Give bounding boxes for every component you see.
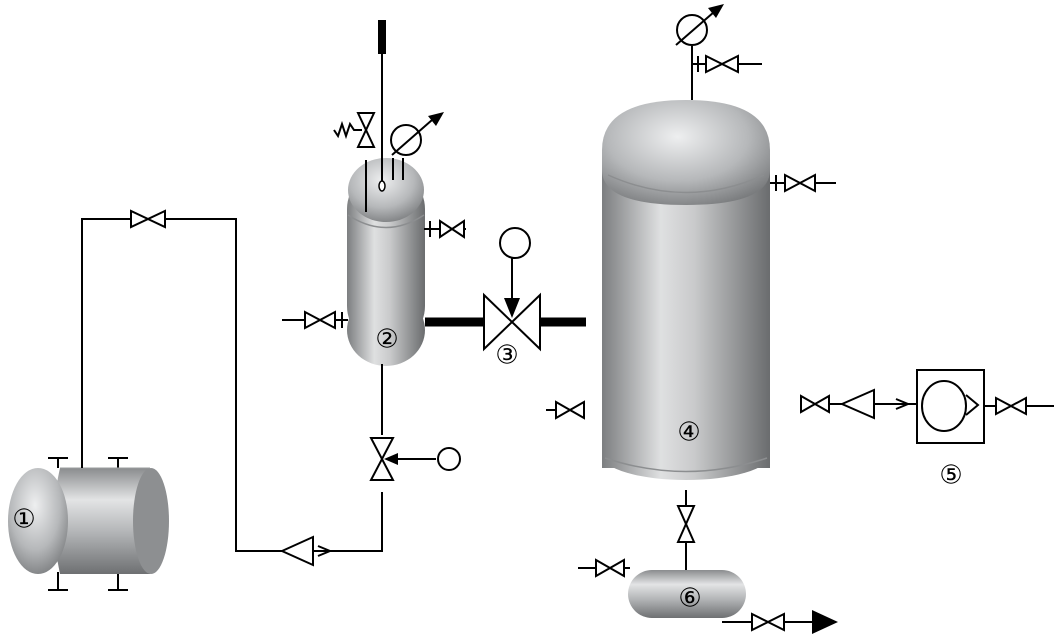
label-valve-3: ③: [495, 341, 518, 370]
gate-valve-icon[interactable]: [692, 54, 762, 74]
actuated-valve-3[interactable]: [483, 227, 541, 352]
control-valve-icon[interactable]: [369, 437, 461, 481]
pump-icon[interactable]: [916, 369, 985, 444]
pump-5-line: [800, 388, 917, 420]
gate-valve-icon[interactable]: [578, 558, 630, 578]
gate-valve-icon[interactable]: [770, 173, 836, 193]
flow-arrow-icon: [722, 610, 838, 634]
vessel-6: [628, 570, 746, 618]
thermometer-icon: [378, 20, 386, 54]
label-vessel-6: ⑥: [678, 584, 701, 613]
check-valve-icon: [279, 535, 333, 567]
gate-valve-icon[interactable]: [424, 219, 466, 239]
gate-valve-icon[interactable]: [282, 310, 348, 330]
pressure-gauge-icon: [390, 112, 444, 180]
label-tank-1: ①: [12, 505, 35, 534]
gate-valve-icon[interactable]: [676, 505, 696, 543]
gate-valve-icon[interactable]: [130, 209, 166, 229]
tank-1: [8, 457, 169, 591]
relief-valve-icon[interactable]: [333, 112, 376, 212]
label-vessel-2: ②: [375, 325, 398, 354]
gate-valve-icon[interactable]: [984, 396, 1054, 416]
pipe-tank1-to-vessel2: [81, 218, 383, 552]
label-pump-5: ⑤: [939, 461, 962, 490]
vessel-4: [602, 100, 770, 480]
pressure-gauge-icon: [675, 4, 724, 100]
label-vessel-4: ④: [677, 418, 700, 447]
gate-valve-icon[interactable]: [546, 400, 585, 420]
